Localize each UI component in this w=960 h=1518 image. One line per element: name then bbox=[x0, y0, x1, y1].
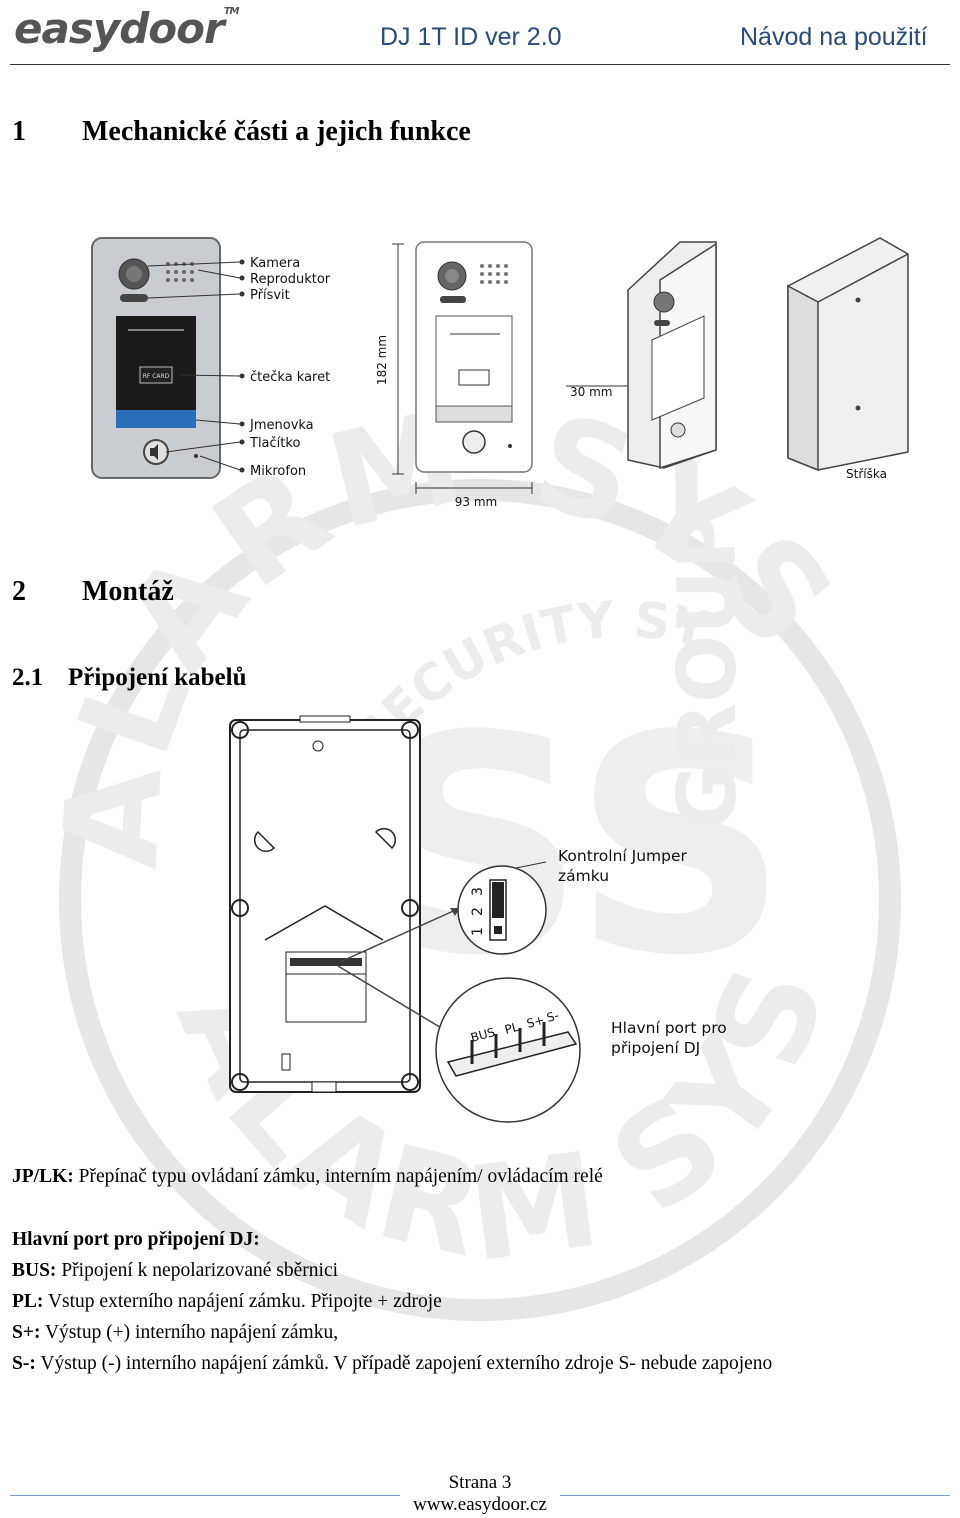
section-2-heading: 2 Montáž bbox=[12, 576, 174, 608]
rf-card-text: RF CARD bbox=[143, 373, 170, 380]
label-card-reader: čtečka karet bbox=[250, 370, 330, 385]
pin-s-minus: S- bbox=[545, 1008, 560, 1025]
line-bus: BUS: Připojení k nepolarizované sběrnici bbox=[12, 1260, 338, 1282]
brand-name: easydoor bbox=[14, 4, 225, 53]
page-number: Strana 3 bbox=[448, 1472, 512, 1493]
trademark: TM bbox=[223, 6, 240, 17]
watermark-group: GROUP bbox=[661, 511, 754, 830]
section-number: 2 bbox=[12, 576, 26, 607]
footer-line-right bbox=[560, 1495, 950, 1496]
term: BUS: bbox=[12, 1260, 57, 1281]
label-camera: Kamera bbox=[250, 256, 300, 271]
description: Vstup externího napájení zámku. Připojte… bbox=[43, 1291, 442, 1312]
line-pl: PL: Vstup externího napájení zámku. Přip… bbox=[12, 1291, 442, 1313]
jumper-pin-1: 1 bbox=[470, 927, 486, 936]
brand-logo: easydoorTM bbox=[14, 4, 240, 53]
jumper-label: Kontrolní Jumper zámku bbox=[558, 847, 687, 885]
footer-line-left bbox=[10, 1495, 400, 1496]
term: S-: bbox=[12, 1353, 36, 1374]
figure-mechanical-parts: RF CARD Kamera Reproduktor Přísvit čtečk… bbox=[91, 237, 909, 509]
term: JP/LK: bbox=[12, 1166, 74, 1187]
dimension-width: 93 mm bbox=[455, 495, 497, 509]
section-2-1-heading: 2.1 Připojení kabelů bbox=[12, 664, 247, 692]
label-light: Přísvit bbox=[250, 288, 290, 303]
section-title: Mechanické části a jejich funkce bbox=[82, 116, 471, 147]
port-label: Hlavní port pro připojení DJ bbox=[611, 1019, 727, 1057]
section-number: 1 bbox=[12, 116, 26, 147]
term: S+: bbox=[12, 1322, 41, 1343]
dimension-height: 182 mm bbox=[375, 335, 389, 385]
svg-text:SS: SS bbox=[370, 672, 789, 1021]
figure-back-plate: 1 2 3 BUS PL S+ S- bbox=[229, 715, 581, 1123]
section-title: Připojení kabelů bbox=[68, 664, 247, 691]
section-number: 2.1 bbox=[12, 664, 44, 691]
section-title: Montáž bbox=[82, 576, 174, 607]
label-nameplate: Jmenovka bbox=[249, 418, 314, 433]
footer-url[interactable]: www.easydoor.cz bbox=[413, 1494, 547, 1515]
jp-description: JP/LK: Přepínač typu ovládaní zámku, int… bbox=[12, 1166, 603, 1188]
port-title: Hlavní port pro připojení DJ: bbox=[12, 1229, 260, 1251]
jumper-pin-3: 3 bbox=[470, 887, 486, 896]
line-s-minus: S-: Výstup (-) interního napájení zámků.… bbox=[12, 1353, 772, 1375]
line-s-plus: S+: Výstup (+) interního napájení zámku, bbox=[12, 1322, 338, 1344]
description: Připojení k nepolarizované sběrnici bbox=[56, 1260, 339, 1281]
port-title-text: Hlavní port pro připojení DJ: bbox=[12, 1229, 260, 1250]
manual-title: Návod na použití bbox=[740, 23, 928, 51]
description: Přepínač typu ovládaní zámku, interním n… bbox=[73, 1166, 603, 1187]
pin-bus: BUS bbox=[469, 1025, 496, 1045]
product-name: DJ 1T ID ver 2.0 bbox=[380, 23, 562, 51]
section-1-heading: 1 Mechanické části a jejich funkce bbox=[12, 116, 471, 148]
description: Výstup (-) interního napájení zámků. V p… bbox=[35, 1353, 773, 1374]
label-speaker: Reproduktor bbox=[250, 272, 331, 287]
label-roof: Stříška bbox=[846, 467, 887, 481]
pin-pl: PL bbox=[503, 1020, 520, 1037]
term: PL: bbox=[12, 1291, 44, 1312]
jumper-pin-2: 2 bbox=[470, 907, 486, 916]
description: Výstup (+) interního napájení zámku, bbox=[40, 1322, 339, 1343]
label-button: Tlačítko bbox=[249, 436, 300, 451]
label-microphone: Mikrofon bbox=[250, 464, 306, 479]
dimension-depth: 30 mm bbox=[570, 385, 612, 399]
pin-s-plus: S+ bbox=[525, 1013, 546, 1031]
header-divider bbox=[10, 64, 950, 65]
